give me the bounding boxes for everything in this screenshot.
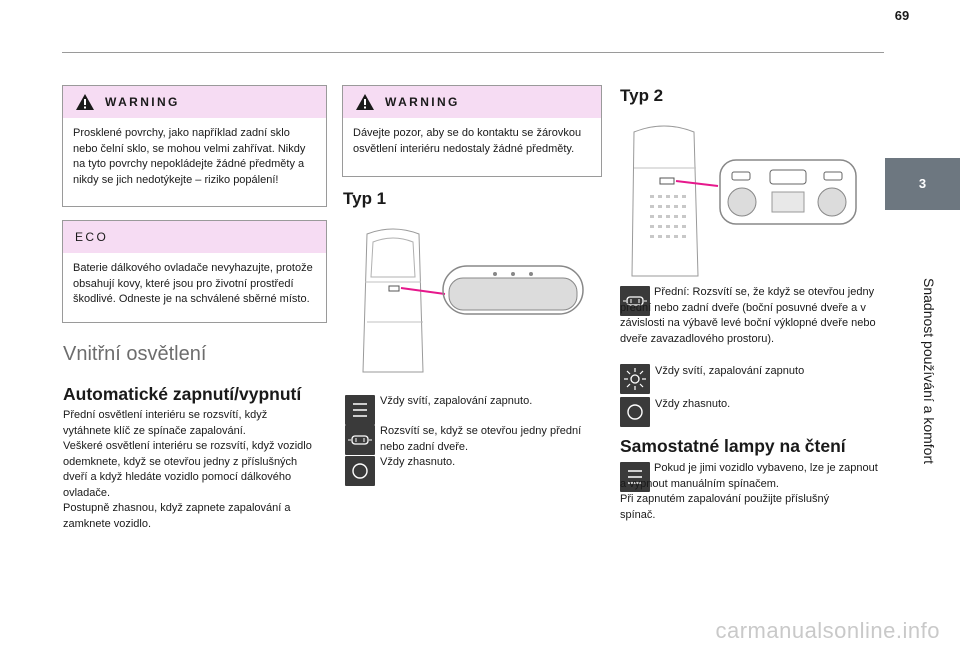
switch-on-icon bbox=[345, 395, 375, 425]
auto-heading: Automatické zapnutí/vypnutí bbox=[63, 384, 302, 404]
warning-label: WARNING bbox=[385, 95, 460, 109]
typ1-illustration bbox=[362, 228, 584, 373]
chapter-title: Snadnost používání a komfort bbox=[921, 278, 937, 464]
warning-box-2: WARNING Dávejte pozor, aby se do kontakt… bbox=[342, 85, 602, 177]
typ2-illustration bbox=[631, 125, 857, 277]
warning-header-2: WARNING bbox=[343, 86, 601, 118]
reading-text-2: Při zapnutém zapalování použijte přísluš… bbox=[620, 493, 830, 521]
eco-label: ECO bbox=[75, 230, 109, 244]
door-light-icon bbox=[620, 286, 650, 316]
section-title: Vnitřní osvětlení bbox=[63, 343, 207, 365]
typ1-item-3: Vždy zhasnuto. bbox=[380, 456, 456, 468]
warning-icon bbox=[76, 94, 94, 110]
door-light-icon bbox=[345, 425, 375, 455]
chapter-tab[interactable]: 3 bbox=[885, 158, 960, 210]
auto-paragraph-1: Přední osvětlení interiéru se rozsvítí, … bbox=[63, 409, 268, 437]
light-off-icon bbox=[345, 456, 375, 486]
eco-text: Baterie dálkového ovladače nevyhazujte, … bbox=[73, 262, 313, 305]
typ1-heading: Typ 1 bbox=[343, 189, 387, 208]
auto-paragraph-2: Veškeré osvětlení interiéru se rozsvítí,… bbox=[63, 440, 312, 499]
watermark: carmanualsonline.info bbox=[715, 618, 940, 643]
typ2-item-1: Přední: Rozsvítí se, že když se otevřou … bbox=[620, 286, 876, 345]
reading-heading: Samostatné lampy na čtení bbox=[620, 436, 846, 456]
warning-label: WARNING bbox=[105, 95, 180, 109]
light-off-icon bbox=[620, 397, 650, 427]
eco-header: ECO bbox=[63, 221, 326, 253]
header-divider bbox=[62, 52, 884, 53]
reading-text: Pokud je jimi vozidlo vybaveno, lze je z… bbox=[620, 462, 878, 490]
eco-box: ECO Baterie dálkového ovladače nevyhazuj… bbox=[62, 220, 327, 323]
switch-on-icon bbox=[620, 462, 650, 492]
typ1-item-2: Rozsvítí se, když se otevřou jedny předn… bbox=[380, 425, 582, 453]
warning-text-2: Dávejte pozor, aby se do kontaktu se žár… bbox=[353, 127, 582, 155]
page-number: 69 bbox=[894, 8, 910, 23]
typ2-heading: Typ 2 bbox=[620, 86, 664, 105]
typ2-item-2: Vždy svítí, zapalování zapnuto bbox=[655, 365, 805, 377]
typ2-item-3: Vždy zhasnuto. bbox=[655, 398, 731, 410]
light-on-icon bbox=[620, 364, 650, 394]
warning-box-1: WARNING Prosklené povrchy, jako napříkla… bbox=[62, 85, 327, 207]
warning-text: Prosklené povrchy, jako například zadní … bbox=[73, 127, 306, 186]
typ1-item-1: Vždy svítí, zapalování zapnuto. bbox=[380, 395, 533, 407]
auto-paragraph-3: Postupně zhasnou, když zapnete zapalován… bbox=[63, 502, 291, 530]
warning-header: WARNING bbox=[63, 86, 326, 118]
warning-icon bbox=[356, 94, 374, 110]
